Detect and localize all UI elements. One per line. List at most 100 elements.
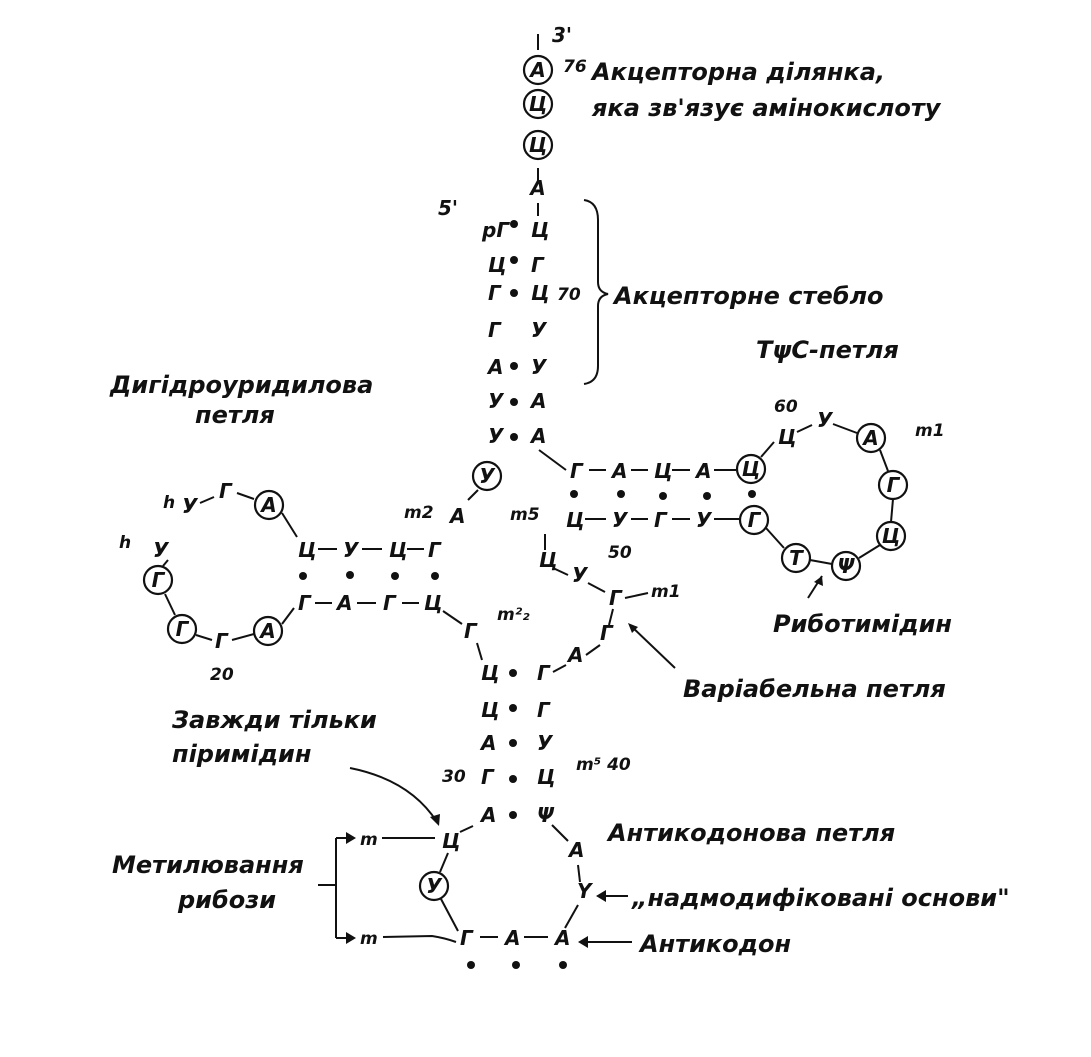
stem-nt: Г <box>531 253 545 277</box>
stem-nt: Ц <box>531 218 550 242</box>
d-loop-nt: Г <box>219 479 233 503</box>
anticodon-label: Антикодон <box>638 930 791 958</box>
acceptor-nt-circle <box>522 88 554 120</box>
anticodon-pairs <box>467 961 567 969</box>
stem-nt: рГ <box>481 218 510 242</box>
t-stem-nt: Ц <box>566 508 585 532</box>
variable-nt: Ц <box>539 548 558 572</box>
mod-m5: m5 <box>510 505 540 525</box>
anticodon-loop-label: Антикодонова петля <box>606 819 895 847</box>
acceptor-nt: А <box>528 58 545 82</box>
number-70: 70 <box>557 285 581 305</box>
ac-stem-nt: А <box>479 803 496 827</box>
t-loop-nt: Г <box>887 473 901 497</box>
stem-nt: А <box>529 389 546 413</box>
acceptor-stem-brace <box>583 199 609 385</box>
stem-nt: Г <box>488 318 502 342</box>
mod-m5-40: m⁵ 40 <box>576 755 631 775</box>
stem-nt: У <box>488 389 505 413</box>
pyrimidine-arrow <box>349 767 438 823</box>
d-stem-nt: У <box>343 538 360 562</box>
tpsic-loop-label: ТψС-петля <box>756 336 899 364</box>
ac-stem-nt: Ц <box>481 698 500 722</box>
variable-nt: А <box>566 643 583 667</box>
junction-bond <box>442 610 463 625</box>
t-stem-nt: А <box>694 459 711 483</box>
t-stem-nt: Г <box>748 508 762 532</box>
ac-stem-nt: Ц <box>537 765 556 789</box>
mod-m1: m1 <box>651 582 681 602</box>
variable-loop: Ц У Г m1 Г А Г <box>537 534 681 685</box>
hypermodified-bases-label: „надмодифіковані основи" <box>631 884 1010 912</box>
variable-loop-label: Варіабельна петля <box>683 675 946 703</box>
mod-m2: m2 <box>404 503 434 523</box>
anticodon-nt: Г <box>460 926 474 950</box>
variable-nt: Г <box>537 661 551 685</box>
ac-stem-nt: Ц <box>481 661 500 685</box>
d-loop-nt: Г <box>176 617 190 641</box>
junction-nt-circle <box>471 460 503 492</box>
t-stem-pairs <box>570 490 756 500</box>
stem-nt: У <box>488 424 505 448</box>
t-loop-nt: Ψ <box>838 554 856 578</box>
d-stem-nt: Г <box>428 538 442 562</box>
ribose-methylation-bracket <box>318 832 356 944</box>
t-loop: 60 Ц У А m1 Г Ц Ψ Т <box>760 397 945 582</box>
anticodon-loop-nt: У <box>426 874 443 898</box>
t-stem-nt: Ц <box>742 457 761 481</box>
methyl-bond <box>382 934 457 943</box>
d-stem-nt: А <box>335 591 352 615</box>
ac-stem-nt: Г <box>481 765 495 789</box>
dihydrouridine-loop-label: Дигідроуридилова <box>109 371 373 399</box>
t-loop-nt: Ц <box>882 524 901 548</box>
d-stem-nt: Ц <box>389 538 408 562</box>
junction-nt: У <box>479 464 496 488</box>
ac-stem-nt: У <box>537 731 554 755</box>
stem-nt: Ц <box>531 281 550 305</box>
d-loop: А Г У У Г Г А Г h h <box>119 479 298 653</box>
variable-loop-arrow <box>629 624 676 669</box>
t-loop-nt: Т <box>789 546 804 570</box>
variable-nt: У <box>572 563 589 587</box>
stem-nt: А <box>486 355 503 379</box>
variable-nt: Г <box>609 586 623 610</box>
ribose-methylation-label: Метилювання <box>112 851 304 879</box>
five-prime-label: 5' <box>438 196 458 220</box>
acceptor-site-label: яка зв'язує амінокислоту <box>591 94 942 122</box>
number-50: 50 <box>608 543 632 563</box>
anticodon-nt: А <box>503 926 520 950</box>
acceptor-stem-left: рГ Ц Г Г А У У <box>481 218 510 448</box>
acceptor-nt: Ц <box>529 133 548 157</box>
t-loop-nt: Ц <box>778 425 797 449</box>
acceptor-stem-label: Акцепторне стебло <box>612 282 884 310</box>
anticodon-stem-pairs <box>509 669 517 819</box>
always-pyrimidine-label: піримідин <box>172 740 311 768</box>
d-loop-nt: У <box>153 538 170 562</box>
anticodon-nt: А <box>553 926 570 950</box>
t-stem-nt: А <box>610 459 627 483</box>
mod-m: m <box>360 830 378 850</box>
anticodon-stem-right: Г У Ц Ψ <box>537 698 556 827</box>
number-60: 60 <box>774 397 798 417</box>
number-30: 30 <box>442 767 466 787</box>
d-loop-nt: Г <box>215 629 229 653</box>
number-20: 20 <box>210 665 234 685</box>
three-prime-label: 3' <box>552 23 572 47</box>
mod-m1: m1 <box>915 421 945 441</box>
mod-m2-2: m²₂ <box>497 605 530 625</box>
acceptor-nt: А <box>528 176 545 200</box>
ribothymidine-label: Риботимідин <box>773 610 952 638</box>
d-loop-nt: А <box>259 493 276 517</box>
d-stem-nt: Г <box>298 591 312 615</box>
acceptor-site-label: Акцепторна ділянка, <box>590 58 885 86</box>
d-stem-pairs <box>299 571 439 580</box>
ribose-methylation-label: рибози <box>177 886 276 914</box>
stem-nt: Ц <box>488 253 507 277</box>
junction-bond <box>538 449 567 471</box>
d-stem-nt: Г <box>383 591 397 615</box>
t-stem-nt: Г <box>654 508 668 532</box>
stem-nt: У <box>531 318 548 342</box>
stem-nt: У <box>531 355 548 379</box>
ac-stem-nt: Г <box>537 698 551 722</box>
